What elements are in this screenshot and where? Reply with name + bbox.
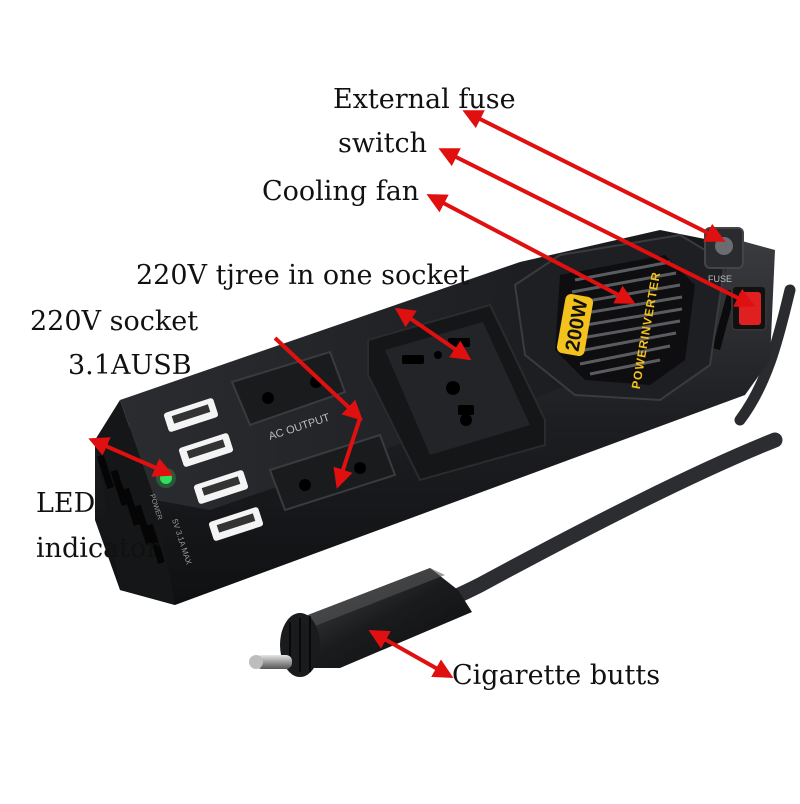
power-badge: [556, 293, 594, 357]
power-switch: [731, 285, 767, 331]
arrow-three-in-one: [394, 307, 472, 361]
ac-socket-bottom: [268, 433, 397, 512]
label-cigarette-butts: Cigarette butts: [452, 660, 661, 691]
label-usb: 3.1AUSB: [68, 350, 192, 381]
usb-port: [163, 398, 219, 432]
label-switch: switch: [338, 128, 427, 159]
arrow-external-fuse: [462, 110, 726, 242]
usb-ports: [163, 398, 264, 541]
label-cooling-fan: Cooling fan: [262, 176, 420, 207]
usb-port: [193, 470, 249, 504]
arrow-220v-socket-lower: [333, 417, 362, 489]
ac-socket-top: [230, 350, 347, 427]
usb-port: [178, 433, 234, 467]
arrow-220v-socket: [273, 336, 363, 421]
label-led-line2: indicator: [36, 533, 160, 564]
callout-arrows: [88, 110, 756, 678]
arrow-cooling-fan: [426, 194, 636, 304]
side-vents: [96, 454, 165, 564]
label-220v-socket: 220V socket: [30, 306, 199, 337]
label-led-line1: LED: [36, 488, 96, 519]
arrow-led: [88, 437, 174, 477]
usb-port: [208, 507, 264, 541]
arrow-cigarette: [368, 630, 454, 678]
label-three-in-one-socket: 220V tjree in one socket: [136, 260, 470, 291]
cigarette-plug: [249, 568, 472, 677]
power-cable: [734, 284, 796, 426]
fuse-label: FUSE: [708, 274, 732, 284]
label-external-fuse: External fuse: [333, 84, 516, 115]
